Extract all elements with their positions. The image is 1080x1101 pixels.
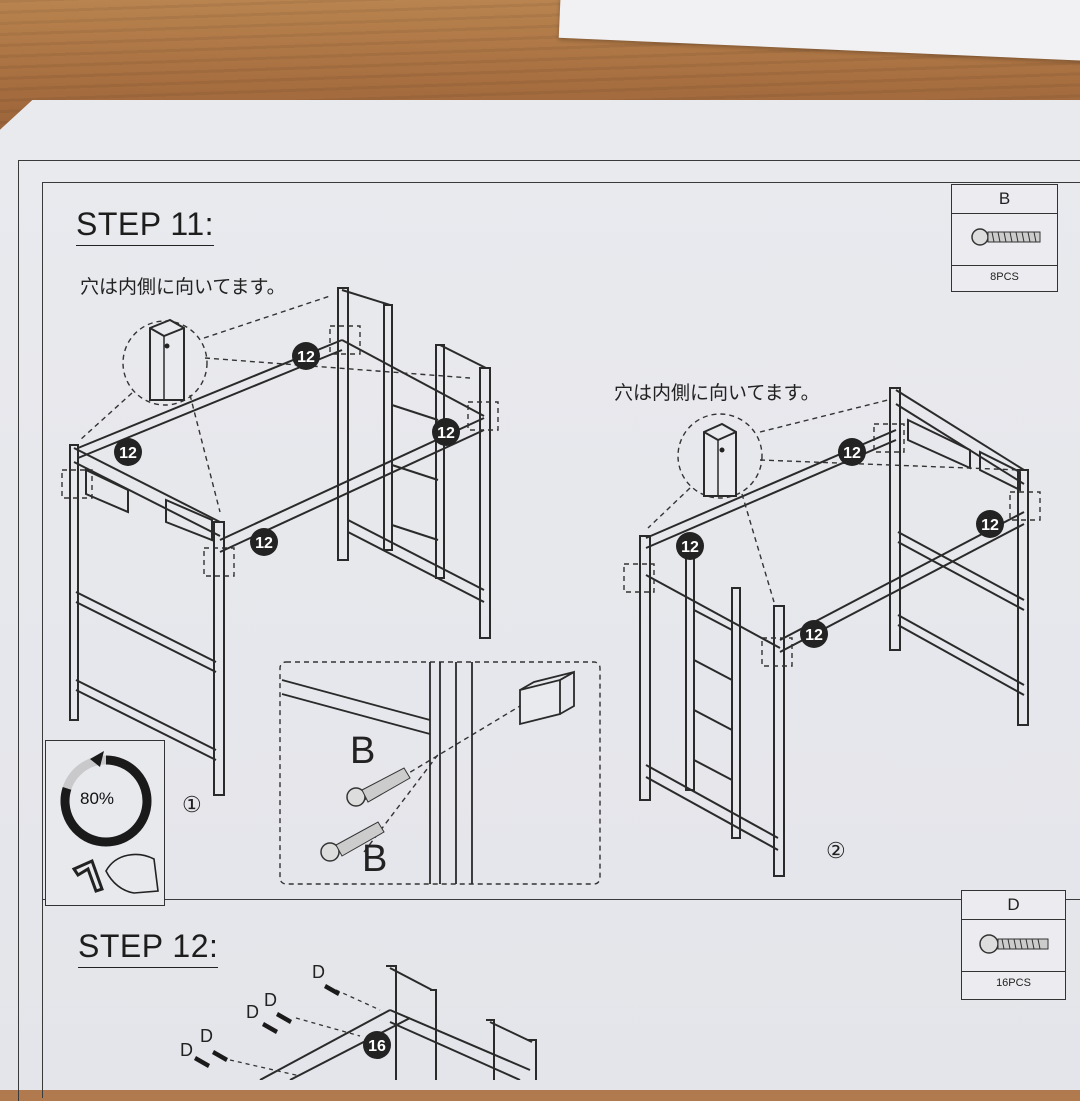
quantity-badge-label: 12 (981, 517, 999, 534)
progress-box: 80% (45, 740, 165, 906)
step12-title: STEP 12: (78, 928, 219, 968)
quantity-badge (250, 528, 278, 556)
quantity-badge-label: 12 (681, 539, 699, 556)
screw-label-d1: D (312, 962, 325, 982)
progress-text: 80% (80, 789, 115, 808)
post-detail-2 (703, 422, 737, 497)
screw-b-icon (971, 228, 1041, 246)
quantity-badge (363, 1031, 391, 1059)
screw-d-icon (979, 934, 1049, 954)
quantity-badge (432, 418, 460, 446)
part-d-qty: 16PCS (996, 977, 1031, 989)
quantity-badge-label: 12 (119, 445, 137, 462)
bed-frame-1 (69, 287, 491, 796)
quantity-badge-label: 12 (843, 445, 861, 462)
step11-note-left: 穴は内側に向いてます。 (80, 276, 286, 298)
step11-note-right: 穴は内側に向いてます。 (614, 382, 820, 404)
quantity-badge-label: 16 (368, 1038, 386, 1055)
step12-frame-partial (259, 965, 537, 1080)
quantity-badge (838, 438, 866, 466)
step11-panel (42, 182, 1080, 900)
page-border (18, 160, 1080, 1101)
quantity-badge-label: 12 (437, 425, 455, 442)
post-detail-1 (149, 318, 185, 401)
detail-screw-bottom-icon (320, 821, 385, 862)
progress-ring-icon (60, 751, 159, 894)
screw-label-d4: D (200, 1026, 213, 1046)
quantity-badge-label: 12 (297, 349, 315, 366)
quantity-badge-label: 12 (805, 627, 823, 644)
quantity-badge-label: 12 (255, 535, 273, 552)
callout-lines (61, 295, 1041, 885)
screw-label-d3: D (246, 1002, 259, 1022)
detail-inset-drawing (281, 662, 575, 884)
step12-screws (194, 984, 340, 1068)
step11-title: STEP 11: (76, 206, 214, 246)
badge-layer: 12 12 12 12 12 12 12 12 16 (114, 342, 1004, 1059)
part-b-qty: 8PCS (990, 271, 1019, 283)
step12-screw-guides (229, 989, 381, 1077)
quantity-badge (676, 532, 704, 560)
sub-step-2-label: ② (826, 838, 846, 863)
step12-panel (42, 898, 1080, 1098)
bed-frame-2 (639, 387, 1029, 877)
part-d-label: D (1007, 895, 1020, 914)
screw-label-d2: D (264, 990, 277, 1010)
part-b-label: B (998, 189, 1011, 208)
quantity-badge (114, 438, 142, 466)
quantity-badge (976, 510, 1004, 538)
detail-label-b-top: B (350, 730, 376, 772)
quantity-badge (292, 342, 320, 370)
sub-step-1-label: ① (182, 792, 202, 817)
detail-screw-top-icon (346, 767, 411, 807)
detail-label-b-bottom: B (362, 838, 388, 880)
screw-label-d5: D (180, 1040, 193, 1060)
quantity-badge (800, 620, 828, 648)
